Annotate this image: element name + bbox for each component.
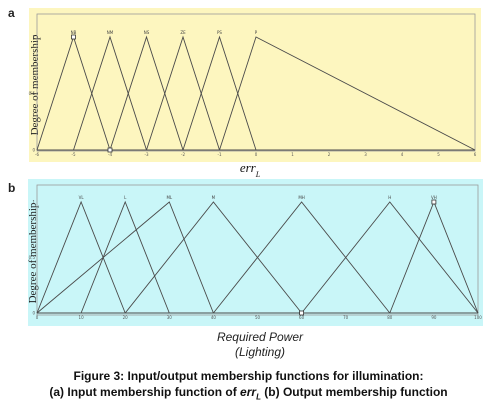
chart-b-xtick: 70 [343, 315, 349, 320]
panel-b-plot: 0 10 20 30 40 50 60 70 80 90 100 0 0.5 1 VL L ML M MH H VH [29, 195, 483, 320]
panel-b-ylabel: Degree of membership [27, 202, 39, 303]
chart-a-series-label: NS [144, 30, 150, 35]
chart-a-xtick: -6 [35, 152, 39, 157]
chart-b-series-label: MH [298, 195, 304, 200]
chart-b-marker [431, 199, 437, 205]
chart-a-xtick: 5 [437, 152, 440, 157]
chart-a-series-P [219, 36, 476, 151]
chart-b-xtick: 0 [36, 315, 39, 320]
chart-a-xtick: -3 [145, 152, 149, 157]
chart-b-xtick: 80 [387, 315, 393, 320]
chart-a-xtick: 1 [291, 152, 294, 157]
caption-line-2-prefix: (a) Input membership function of [49, 385, 241, 399]
chart-a-series-label: NB [71, 30, 77, 35]
caption-line-2-var: err [240, 385, 257, 399]
chart-b-xtick: 100 [474, 315, 482, 320]
panel-a-plot: -6 -5 -4 -3 -2 -1 0 1 2 3 4 5 6 0 0.5 1 NB NM NS ZE PS P [29, 30, 477, 157]
chart-b-xtick: 50 [255, 315, 261, 320]
chart-a-series-label: NM [107, 30, 114, 35]
chart-b-series-VL [36, 200, 126, 314]
chart-b-xtick: 10 [79, 315, 85, 320]
chart-b-ytick: 0.5 [29, 255, 36, 260]
panel-a-background [29, 8, 481, 162]
caption-line-2-sub: L [256, 392, 261, 402]
chart-a-xtick: -5 [72, 152, 76, 157]
chart-a-xtick: -1 [218, 152, 222, 157]
chart-b-series-label: M [212, 195, 216, 200]
panel-b-xlabel-line2: (Lighting) [235, 345, 285, 359]
chart-a-xtick: -2 [181, 152, 185, 157]
chart-b-marker [299, 310, 305, 316]
panel-a: a Degree of membership -6 -5 -4 -3 -2 -1 0 1 2 3 4… [8, 6, 481, 179]
chart-b-xtick: 20 [123, 315, 129, 320]
chart-b-xtick: 60 [299, 315, 305, 320]
chart-a-series-label: P [255, 30, 258, 35]
figure-caption: Figure 3: Input/output membership functi… [0, 368, 497, 405]
chart-b-xtick: 40 [211, 315, 217, 320]
chart-a-xtick: 3 [364, 152, 367, 157]
chart-b-xtick: 90 [431, 315, 437, 320]
chart-a-xtick: 2 [328, 152, 331, 157]
panel-b-plot-frame [36, 184, 479, 316]
caption-line-2-suffix: (b) Output membership function [260, 385, 448, 399]
chart-b-xtick: 30 [167, 315, 173, 320]
chart-a-ytick: 1 [32, 35, 35, 40]
chart-b-series-label: ML [166, 195, 172, 200]
chart-a-series-PS [182, 35, 257, 151]
chart-a-xtick: -4 [108, 152, 112, 157]
panel-a-xlabel-main: err [240, 160, 257, 175]
panel-a-plot-frame [36, 13, 476, 152]
panel-a-xlabel-sub: L [255, 170, 261, 179]
chart-a-series-label: ZE [180, 30, 186, 35]
chart-b-series-MH [213, 201, 391, 314]
chart-a-ytick: 0 [32, 148, 35, 153]
panel-a-xlabel: errL [240, 160, 261, 179]
chart-b-ytick: 0 [32, 311, 35, 316]
chart-b-ytick: 1 [32, 200, 35, 205]
chart-b-series-label: VL [79, 195, 85, 200]
chart-a-xtick: 0 [255, 152, 258, 157]
caption-line-2: (a) Input membership function of errL (b… [0, 384, 497, 405]
chart-a-marker [71, 34, 76, 40]
chart-b-series-label: L [124, 195, 127, 200]
chart-a-ytick: 0.5 [29, 91, 36, 96]
chart-a-xtick: 4 [401, 152, 404, 157]
panel-a-letter: a [8, 6, 15, 20]
panel-b-background [28, 179, 483, 326]
chart-b-series-label: H [388, 195, 391, 200]
chart-a-marker [107, 147, 113, 153]
panel-b-xlabel-line1: Required Power [217, 330, 304, 344]
chart-b-series-M [124, 201, 302, 314]
chart-b-series-label: VH [431, 195, 437, 200]
chart-a-series-ZE [146, 35, 220, 151]
chart-b-series-ML [36, 201, 214, 314]
panel-b-letter: b [8, 181, 15, 195]
chart-a-series-label: PS [217, 30, 222, 35]
chart-b-series-H [301, 201, 479, 314]
chart-a-series-NS [109, 35, 184, 151]
chart-a-series-NM [73, 35, 147, 151]
caption-line-1: Figure 3: Input/output membership functi… [73, 369, 424, 383]
panel-a-ylabel: Degree of membership [29, 34, 41, 135]
chart-a-xtick: 6 [474, 152, 477, 157]
